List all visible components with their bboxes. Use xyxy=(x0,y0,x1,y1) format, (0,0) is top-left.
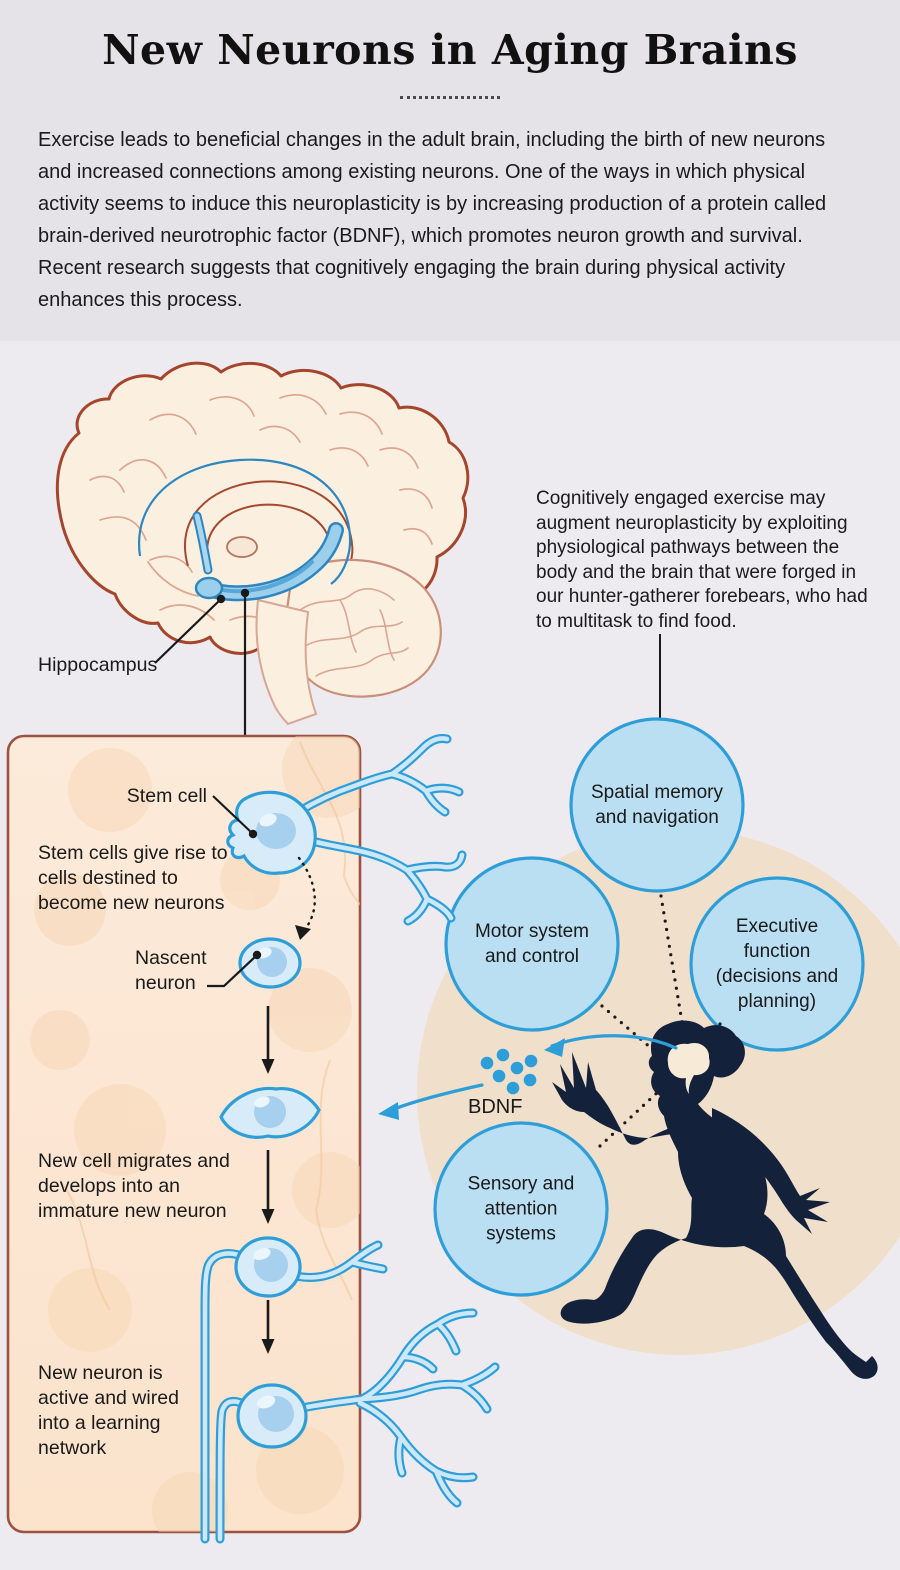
label-executive-function: Executive function (decisions and planni… xyxy=(715,916,839,1012)
thalamus xyxy=(226,536,258,558)
runner-body xyxy=(560,1020,878,1379)
header-band: New Neurons in Aging Brains Exercise lea… xyxy=(0,0,900,341)
circle-spatial-memory xyxy=(569,717,745,893)
hippocampus-label: Hippocampus xyxy=(38,654,158,676)
stem-cell-label: Stem cell xyxy=(126,785,207,807)
stem-to-nascent-arrow xyxy=(295,856,316,940)
label-motor-system: Motor system and control xyxy=(474,921,590,967)
cortex-gyri xyxy=(89,394,433,631)
runner-brain-icon xyxy=(667,1042,710,1094)
migrating-cell xyxy=(219,1086,321,1139)
nascent-neuron xyxy=(238,937,302,989)
bdnf-dots xyxy=(480,1048,538,1095)
hippocampus-shape xyxy=(192,511,344,602)
fornix-outline xyxy=(137,458,352,585)
bdnf-flow xyxy=(378,1034,678,1120)
stem-cells-caption: Stem cells give rise to cells destined t… xyxy=(38,842,228,914)
nascent-neuron-label: Nascent neuron xyxy=(135,947,207,994)
panel-branches-texture xyxy=(59,741,360,1311)
brainstem xyxy=(255,598,318,726)
migrate-caption: New cell migrates and develops into an i… xyxy=(38,1150,230,1222)
intro-paragraph: Exercise leads to beneficial changes in … xyxy=(38,129,827,311)
page-title: New Neurons in Aging Brains xyxy=(102,26,798,74)
circle-sensory-attention xyxy=(433,1121,609,1297)
cerebellum-folia xyxy=(299,588,409,677)
arrowhead-to-panel xyxy=(378,1102,399,1120)
nascent-neuron-pointer xyxy=(207,950,262,988)
step-arrow-2 xyxy=(261,1150,275,1224)
arrowhead-to-bdnf xyxy=(544,1038,565,1057)
hippocampus-pointer xyxy=(154,588,250,735)
circle-motor-system xyxy=(444,856,620,1032)
runner-front-arm xyxy=(552,1052,690,1145)
bdnf-label: BDNF xyxy=(468,1096,523,1118)
network-caption: New neuron is active and wired into a le… xyxy=(38,1362,179,1459)
step-arrow-1 xyxy=(261,1006,275,1074)
stem-cell-pointer xyxy=(212,795,258,839)
step-arrow-3 xyxy=(261,1300,275,1354)
label-spatial-memory: Spatial memory and navigation xyxy=(591,782,723,828)
immature-neuron xyxy=(200,1236,388,1544)
runner-silhouette xyxy=(552,1020,878,1379)
brain-illustration xyxy=(55,361,470,726)
stem-cell xyxy=(226,734,467,926)
mature-neuron xyxy=(215,1308,500,1544)
dotted-divider xyxy=(400,96,500,99)
label-sensory-attention: Sensory and attention systems xyxy=(467,1173,575,1245)
circle-executive-function xyxy=(689,876,865,1052)
exercise-caption: Cognitively engaged exercise may augment… xyxy=(536,488,868,632)
